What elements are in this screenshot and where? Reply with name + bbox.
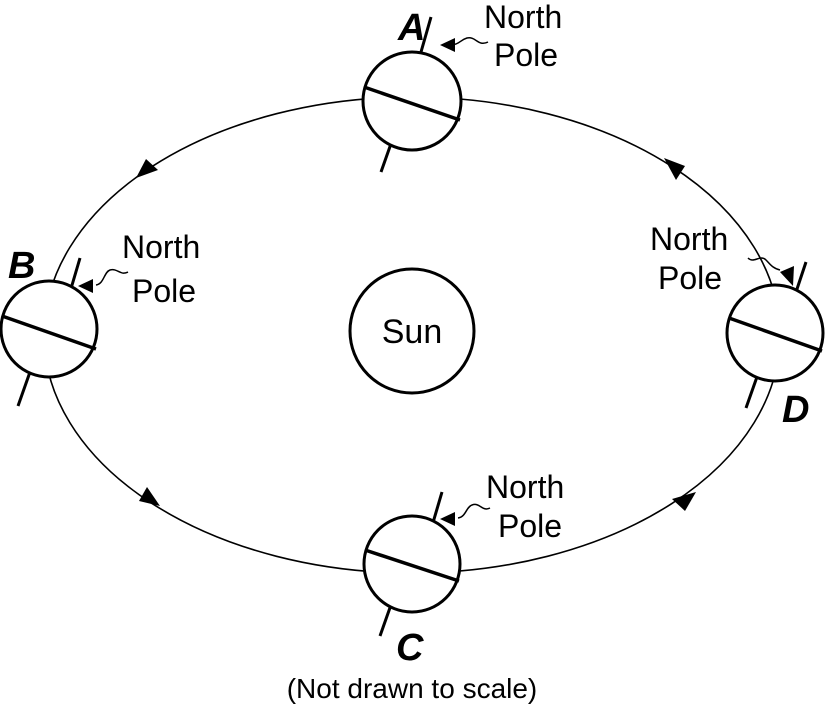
north-pole-label-line1: North — [650, 221, 728, 257]
earth-circle — [361, 50, 463, 152]
north-pole-arrow-head — [440, 38, 455, 52]
north-pole-label-line1: North — [122, 229, 200, 265]
earth-axis-top — [419, 16, 433, 53]
north-pole-label-line2: Pole — [494, 37, 558, 73]
north-pole-arrow-head — [780, 266, 794, 286]
earth-position-d: D North Pole — [650, 221, 825, 431]
sun: Sun — [348, 267, 476, 395]
earth-axis-bottom — [744, 373, 760, 409]
earth-terminator — [364, 548, 460, 583]
earth-terminator — [1, 314, 97, 351]
earth-terminator — [728, 316, 823, 353]
earth-position-b: B North Pole — [0, 229, 200, 407]
north-pole-label-line1: North — [486, 469, 564, 505]
position-letter: C — [396, 627, 424, 669]
position-letter: D — [782, 389, 809, 431]
not-to-scale-note: (Not drawn to scale) — [287, 673, 538, 704]
north-pole-label-line2: Pole — [498, 508, 562, 544]
earth-axis-top — [794, 261, 808, 293]
position-letter: B — [8, 245, 35, 287]
earth-circle — [0, 279, 99, 379]
orbit-arrow-bottom-left — [139, 487, 160, 506]
north-pole-pointer — [451, 37, 489, 46]
north-pole-arrow-head — [440, 512, 455, 526]
earth-position-a: A North Pole — [361, 0, 562, 173]
orbit-arrow-bottom-right — [672, 492, 696, 511]
north-pole-arrow-head — [78, 279, 93, 293]
north-pole-label-line2: Pole — [658, 260, 722, 296]
sun-circle — [348, 267, 476, 395]
sun-label: Sun — [382, 313, 443, 351]
position-letter: A — [397, 7, 425, 49]
north-pole-pointer — [457, 503, 491, 519]
orbit-arrow-top-right — [664, 158, 685, 180]
earth-terminator — [363, 85, 461, 122]
earth-position-c: C North Pole — [362, 469, 564, 669]
north-pole-pointer — [95, 268, 129, 286]
earth-axis-bottom — [16, 371, 32, 407]
orbit-arrow-top-left — [136, 159, 158, 178]
north-pole-label-line1: North — [484, 0, 562, 35]
north-pole-pointer — [747, 257, 781, 271]
north-pole-label-line2: Pole — [132, 273, 196, 309]
